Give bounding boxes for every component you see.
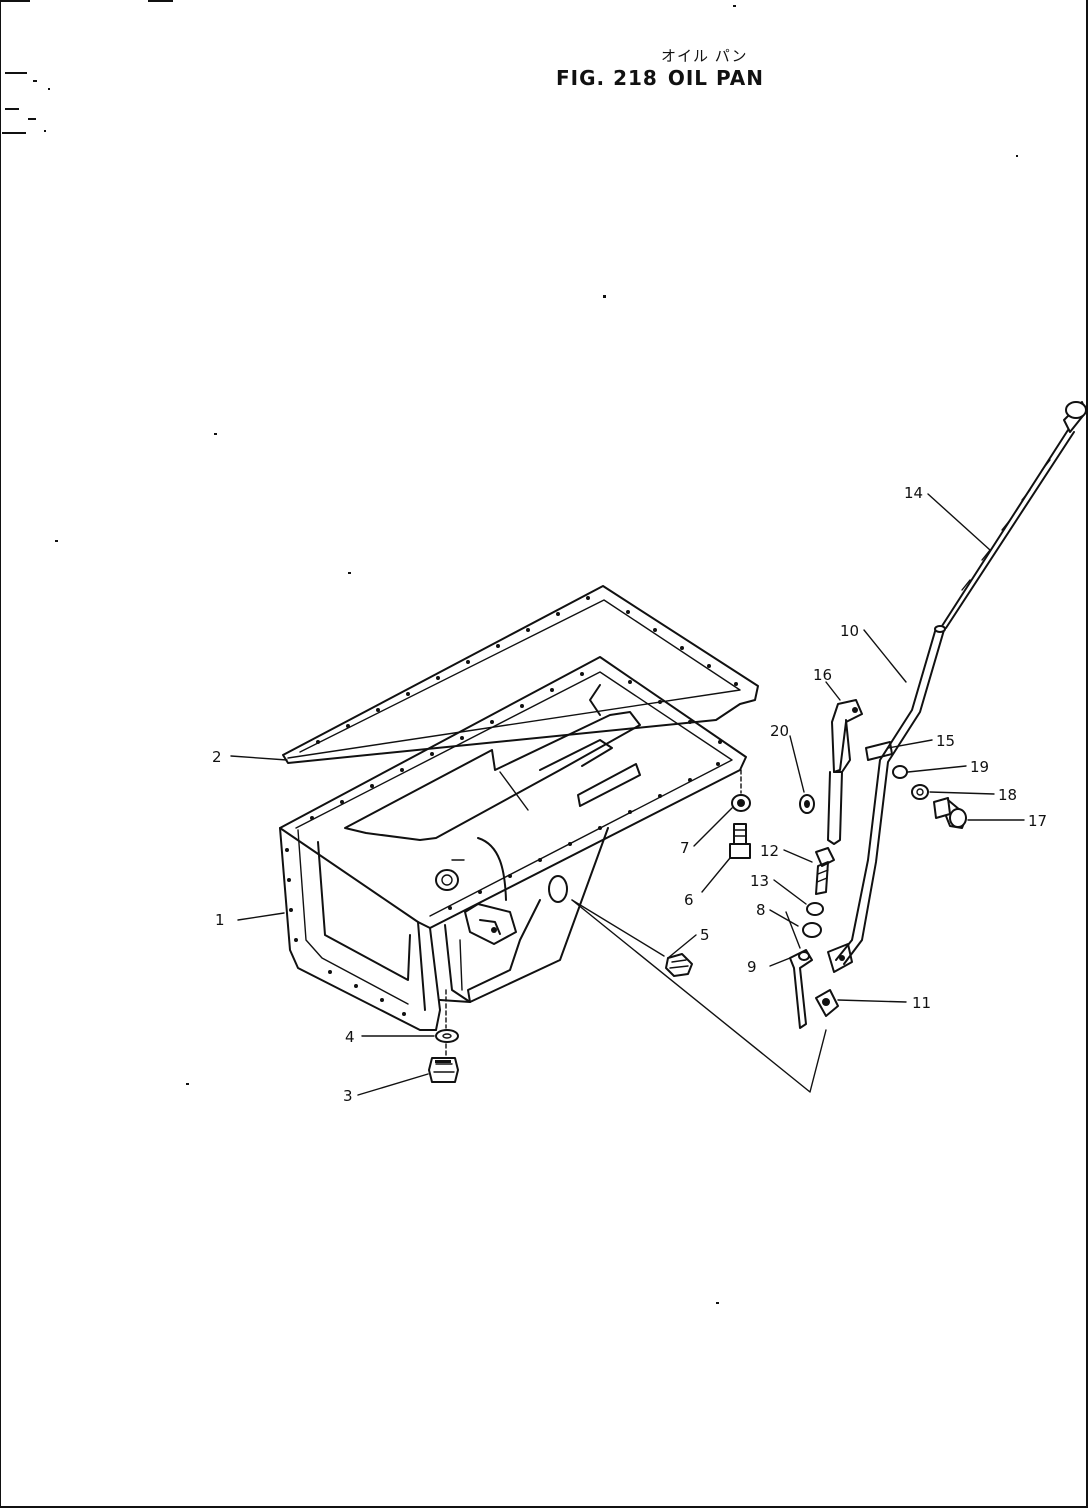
callout-20: 20	[770, 722, 789, 740]
callout-10: 10	[840, 622, 859, 640]
callout-13: 13	[750, 872, 769, 890]
callout-14: 14	[904, 484, 923, 502]
figure-number: FIG. 218	[556, 66, 658, 90]
washer-4	[435, 989, 459, 1043]
plug-5	[571, 899, 693, 977]
figure-name: OIL PAN	[667, 66, 765, 90]
clamp-9	[785, 911, 813, 1029]
frame-tick-right	[148, 0, 173, 2]
callout-15: 15	[936, 732, 955, 750]
dipstick-14	[941, 401, 1087, 629]
callout-1: 1	[215, 911, 225, 929]
callout-8: 8	[756, 901, 766, 919]
leader-lines	[230, 493, 1025, 1096]
stud-6	[729, 823, 751, 859]
callout-12: 12	[760, 842, 779, 860]
drain-plug-3	[428, 1043, 459, 1083]
washer-13	[806, 902, 824, 916]
callout-17: 17	[1028, 812, 1047, 830]
callout-5: 5	[700, 926, 710, 944]
callout-11: 11	[912, 994, 931, 1012]
washer-8	[802, 922, 822, 938]
callout-labels: 1 2 3 4 5 6 7 8 9 10 11 12 13 14 15 16 1…	[212, 484, 1047, 1105]
nut-20	[799, 794, 815, 814]
bracket-16	[827, 699, 863, 845]
callout-7: 7	[680, 839, 690, 857]
callout-6: 6	[684, 891, 694, 909]
bolt-12	[815, 847, 835, 895]
washer-18	[911, 784, 929, 800]
callout-2: 2	[212, 748, 222, 766]
gauge-guide-tube-10	[827, 625, 946, 973]
washer-19	[892, 765, 908, 779]
frame-tick-left	[0, 0, 30, 2]
callout-9: 9	[747, 958, 757, 976]
callout-19: 19	[970, 758, 989, 776]
gasket-part	[282, 585, 759, 764]
callout-4: 4	[345, 1028, 355, 1046]
scan-specks	[2, 5, 1018, 1304]
flange-11	[815, 989, 839, 1017]
oil-pan-part	[279, 656, 747, 1031]
callout-16: 16	[813, 666, 832, 684]
figure-title-japanese: オイル パン	[661, 47, 748, 65]
plug-17	[933, 797, 967, 829]
callout-3: 3	[343, 1087, 353, 1105]
guide-line	[571, 899, 827, 1093]
nut-7	[731, 769, 751, 812]
figure-title: FIG. 218 OIL PAN	[556, 66, 774, 90]
callout-18: 18	[998, 786, 1017, 804]
